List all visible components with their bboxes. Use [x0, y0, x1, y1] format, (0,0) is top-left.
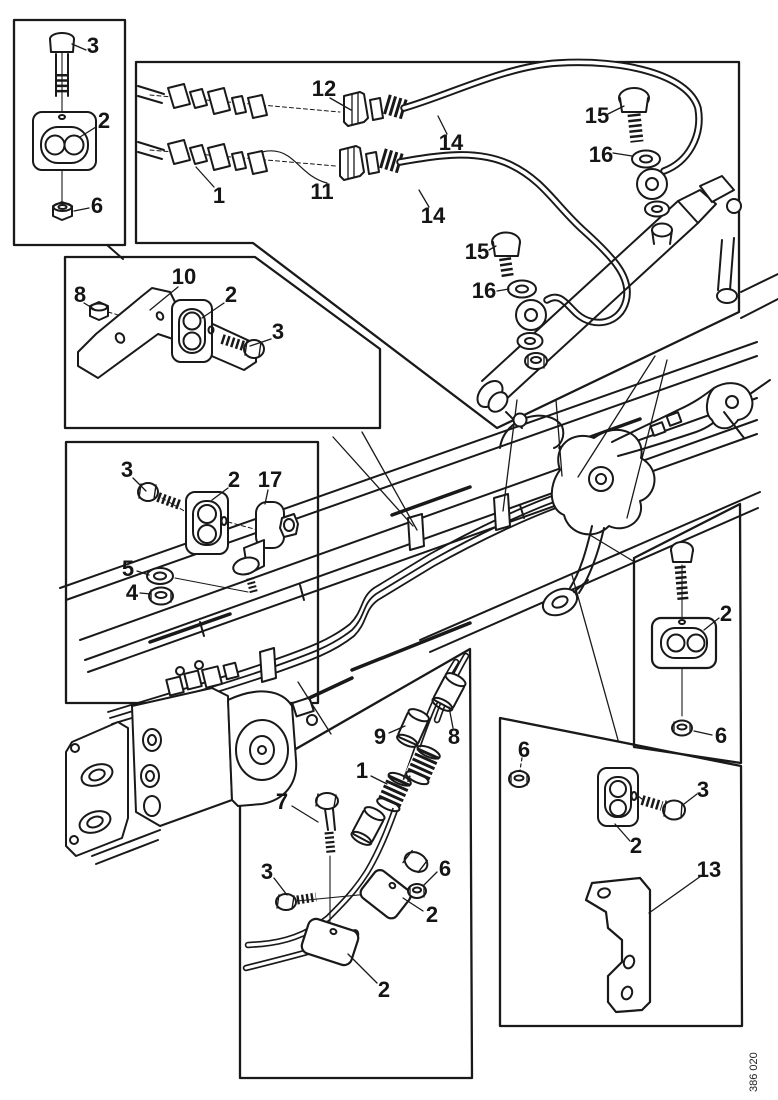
bolt	[670, 541, 694, 601]
nut	[52, 201, 73, 221]
bolt-3	[275, 892, 317, 911]
clamp	[650, 616, 718, 670]
clamp	[185, 491, 229, 555]
clamp	[171, 299, 215, 363]
box-g-parts	[508, 757, 686, 1014]
tube-clamp-block	[259, 647, 277, 683]
banjo-eye	[636, 168, 668, 200]
banjo-eye	[515, 299, 547, 331]
sleeve-8	[431, 672, 467, 712]
fitting-11	[339, 145, 405, 181]
clamp-upper	[359, 868, 412, 920]
washer-16-center	[507, 279, 537, 299]
bolt-7	[315, 792, 339, 855]
detail-box-c	[63, 255, 382, 430]
location-leader-lines	[297, 355, 668, 741]
box-b-parts	[137, 58, 742, 429]
box-d-parts	[137, 482, 299, 606]
label-leader-lines	[71, 43, 720, 984]
nut	[148, 586, 174, 606]
detail-box-d	[64, 440, 320, 705]
steering-gear	[541, 379, 771, 617]
detail-box-g	[498, 716, 744, 1028]
clamp-lower	[300, 917, 360, 967]
tube-fittings-row-1	[137, 83, 268, 119]
pitman-arm	[578, 527, 605, 594]
elbow-fitting	[402, 849, 429, 874]
bracket-17	[232, 501, 299, 595]
detail-box-e	[238, 647, 474, 1080]
coupling-1a	[405, 744, 441, 786]
bracket-13	[584, 876, 652, 1014]
detail-box-f	[632, 502, 743, 765]
box-e-parts	[242, 652, 470, 972]
bolt	[137, 482, 182, 510]
sleeve-9	[396, 708, 430, 748]
tube-clamp-block	[407, 513, 425, 551]
drawing-number: 386 020	[748, 1038, 776, 1100]
bracket-10	[77, 287, 257, 379]
clamp	[597, 767, 639, 827]
tube-fittings-row-2	[137, 139, 268, 175]
detail-box-outlines	[12, 18, 744, 1080]
banjo-bolt-15-center	[491, 231, 548, 370]
nut	[89, 301, 109, 321]
detail-box-b	[134, 60, 741, 430]
banjo-bolt-15-right	[618, 87, 673, 245]
pitman-arm	[569, 525, 593, 589]
steering-cylinder	[476, 175, 742, 429]
sleeve-mid	[350, 806, 386, 846]
clamp	[32, 111, 97, 171]
washer	[146, 567, 174, 585]
bolt	[637, 795, 686, 821]
hose-14-lower	[396, 151, 631, 327]
detail-box-a	[12, 18, 127, 247]
box-c-parts	[77, 287, 265, 379]
box-f-parts	[650, 541, 718, 737]
washer-16-right	[631, 149, 661, 169]
hydraulic-valve	[65, 660, 318, 865]
gear-hose	[611, 387, 715, 443]
nut	[671, 719, 693, 737]
tube-clamp-block	[493, 493, 511, 531]
drawing-number-text: 386 020	[748, 1052, 760, 1092]
nut-6	[407, 883, 427, 899]
hose-14-upper	[400, 58, 703, 175]
bolt	[49, 32, 75, 97]
drag-link-end	[541, 587, 579, 617]
bolt	[220, 334, 265, 359]
fitting-12	[343, 91, 409, 127]
box-a-parts	[32, 32, 97, 221]
nut	[508, 770, 530, 788]
